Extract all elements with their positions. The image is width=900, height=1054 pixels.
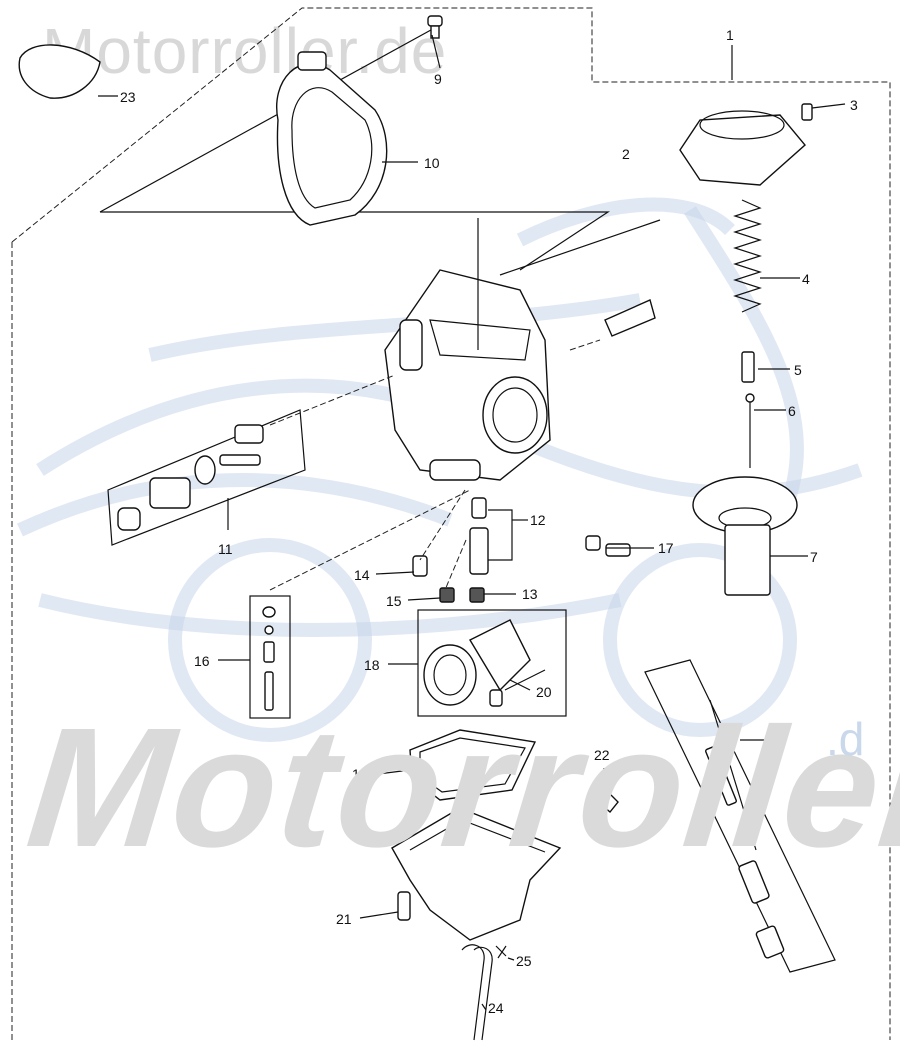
part-23 [18, 44, 101, 99]
callout-2: 2 [622, 146, 630, 162]
callout-labels: 1 2 3 4 5 6 7 8 9 10 11 12 13 14 15 16 1… [120, 27, 858, 1016]
callout-19: 19 [352, 766, 368, 782]
callout-17: 17 [658, 540, 674, 556]
callout-21: 21 [336, 911, 352, 927]
callout-15: 15 [386, 593, 402, 609]
callout-22: 22 [594, 747, 610, 763]
part-jets [412, 489, 489, 603]
part-top-cap [679, 103, 813, 186]
callout-3: 3 [850, 97, 858, 113]
callout-6: 6 [788, 403, 796, 419]
part-gasket-19 [409, 729, 537, 801]
callout-13: 13 [522, 586, 538, 602]
callout-20: 20 [536, 684, 552, 700]
callout-1: 1 [726, 27, 734, 43]
part-auto-choke-8 [644, 659, 836, 973]
callout-4: 4 [802, 271, 810, 287]
callout-10: 10 [424, 155, 440, 171]
part-diaphragm-7 [692, 476, 798, 596]
watermark-small: Motorroller.de [42, 15, 448, 87]
callout-9: 9 [434, 71, 442, 87]
part-cover [276, 51, 388, 226]
part-17 [585, 535, 631, 557]
frame-outline [11, 7, 891, 1040]
part-16-set [249, 489, 471, 719]
callout-18: 18 [364, 657, 380, 673]
watermark-suffix: .d [826, 713, 865, 765]
callout-7: 7 [810, 549, 818, 565]
part-spring-4 [733, 199, 762, 313]
part-idle-screw-set [107, 409, 306, 546]
callout-24: 24 [488, 1000, 504, 1016]
watermark-large: Motorroller [20, 693, 900, 883]
part-screw-9 [427, 15, 443, 39]
part-float-bowl [391, 807, 562, 941]
callout-11: 11 [218, 541, 233, 557]
part-intake-18 [417, 609, 567, 717]
callout-14: 14 [354, 567, 370, 583]
callout-16: 16 [194, 653, 210, 669]
callout-8: 8 [776, 734, 784, 750]
callout-25: 25 [516, 953, 532, 969]
part-needle-5-6 [741, 351, 755, 468]
carburetor-body [269, 218, 661, 481]
callout-5: 5 [794, 362, 802, 378]
callout-23: 23 [120, 89, 136, 105]
part-22-plunger [585, 789, 619, 834]
part-hose-24 [461, 944, 507, 1041]
leader-lines [98, 34, 846, 1011]
callout-12: 12 [530, 512, 546, 528]
